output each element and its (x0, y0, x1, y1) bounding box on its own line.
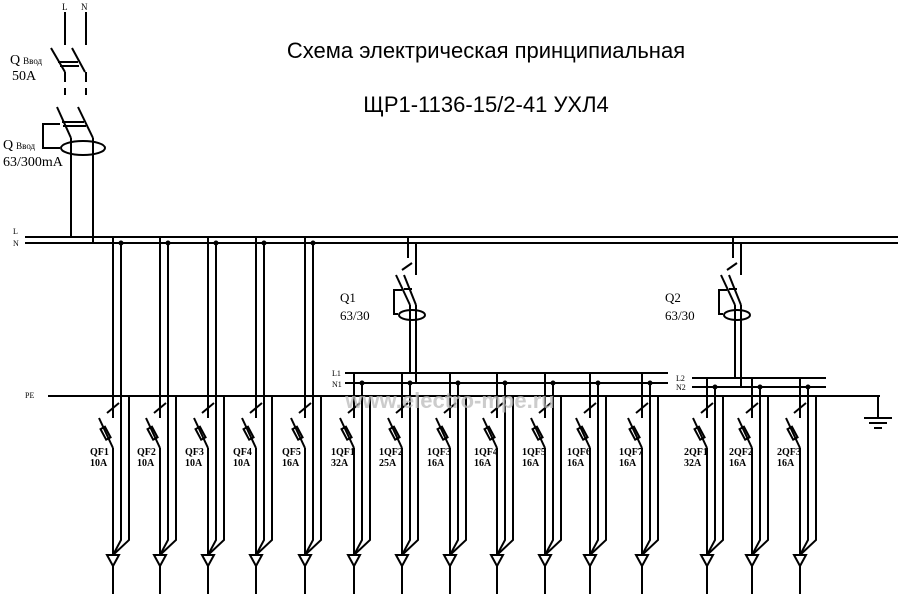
breaker-rating: 10A (233, 458, 251, 469)
breaker-rating: 32A (684, 458, 702, 469)
rcd-1-rating: 63/30 (340, 308, 370, 323)
rcd-2-name: Q2 (665, 290, 681, 305)
breaker-rating: 16A (282, 458, 300, 469)
title-line-1: Схема электрическая принципиальная (287, 38, 685, 63)
input-L-label: L (62, 2, 68, 12)
breaker-rating: 16A (567, 458, 585, 469)
breaker-rating: 10A (137, 458, 155, 469)
load-terminal-icon (792, 554, 808, 569)
breaker-rating: 16A (777, 458, 795, 469)
breaker-rating: 16A (619, 458, 637, 469)
load-terminal-icon (394, 554, 410, 569)
breaker-rating: 32A (331, 458, 349, 469)
load-terminal-icon (582, 554, 598, 569)
load-terminal-icon (634, 554, 650, 569)
breaker-rating: 16A (729, 458, 747, 469)
load-terminal-icon (537, 554, 553, 569)
breaker-name: 2QF2 (729, 447, 753, 458)
breaker-rating: 16A (522, 458, 540, 469)
bus-N1-label: N1 (332, 380, 342, 389)
breaker-name: 1QF4 (474, 447, 498, 458)
rcd-2-rating: 63/30 (665, 308, 695, 323)
bus-PE-label: PE (25, 391, 34, 400)
load-terminal-icon (152, 554, 168, 569)
load-terminal-icon (248, 554, 264, 569)
input-rcd-rating: 63/300mA (3, 155, 64, 170)
breaker-name: QF2 (137, 447, 156, 458)
breaker-name: 2QF3 (777, 447, 801, 458)
breaker-name: 1QF3 (427, 447, 451, 458)
rcd-1-name: Q1 (340, 290, 356, 305)
breaker-name: 1QF2 (379, 447, 403, 458)
breaker-rating: 25A (379, 458, 397, 469)
breaker-name: 1QF5 (522, 447, 546, 458)
bus-N-label: N (13, 239, 19, 248)
breaker-name: QF1 (90, 447, 109, 458)
bus-L2-label: L2 (676, 374, 685, 383)
breaker-name: 1QF7 (619, 447, 643, 458)
load-terminal-icon (200, 554, 216, 569)
breaker-name: 2QF1 (684, 447, 708, 458)
watermark: www.electro-mpe.ru (344, 388, 554, 413)
breaker-name: QF3 (185, 447, 204, 458)
load-terminal-icon (699, 554, 715, 569)
input-breaker-rating: 50A (12, 69, 37, 84)
input-N-label: N (81, 2, 88, 12)
input-rcd (42, 106, 106, 243)
breaker-name: 1QF6 (567, 447, 591, 458)
load-terminal-icon (489, 554, 505, 569)
breaker-rating: 10A (90, 458, 108, 469)
rcd-2 (718, 237, 751, 387)
load-terminal-icon (105, 554, 121, 569)
breaker-name: QF4 (233, 447, 252, 458)
breaker-name: QF5 (282, 447, 301, 458)
breaker-rating: 10A (185, 458, 203, 469)
input-breaker (50, 12, 87, 95)
title-line-2: ЩР1-1136-15/2-41 УХЛ4 (363, 92, 609, 117)
bus-L-label: L (13, 227, 18, 236)
breaker-rating: 16A (427, 458, 445, 469)
bus-L1-label: L1 (332, 369, 341, 378)
load-terminal-icon (442, 554, 458, 569)
breaker-rating: 16A (474, 458, 492, 469)
ground-icon (864, 396, 892, 429)
rcd-1 (393, 237, 426, 383)
load-terminal-icon (744, 554, 760, 569)
load-terminal-icon (346, 554, 362, 569)
breaker-name: 1QF1 (331, 447, 355, 458)
load-terminal-icon (297, 554, 313, 569)
bus-N2-label: N2 (676, 383, 686, 392)
